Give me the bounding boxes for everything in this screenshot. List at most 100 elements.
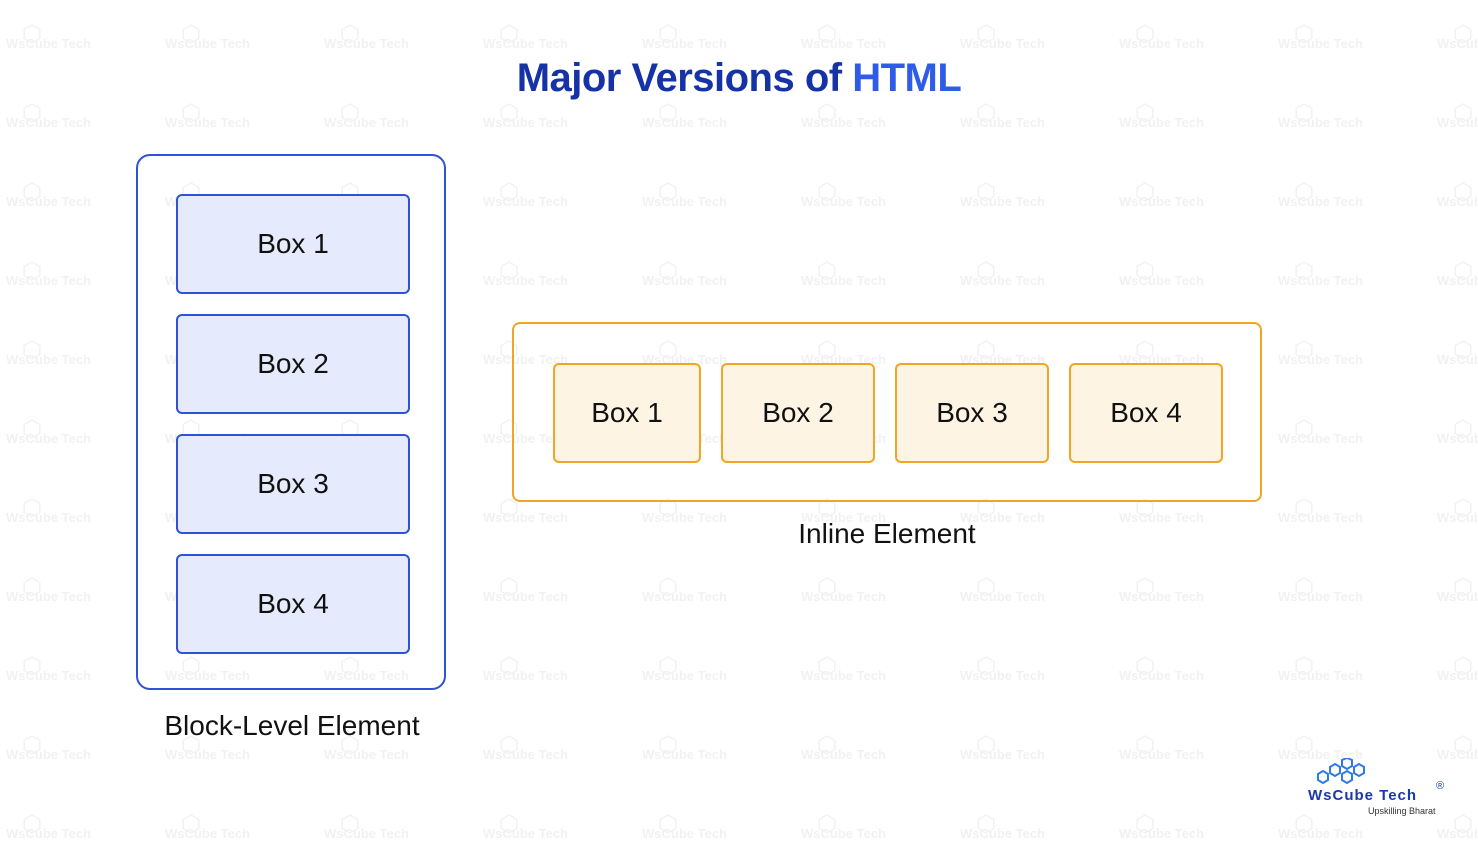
svg-text:WsCube Tech: WsCube Tech bbox=[801, 826, 886, 841]
svg-text:WsCube Tech: WsCube Tech bbox=[1278, 36, 1363, 51]
svg-text:WsCube Tech: WsCube Tech bbox=[1119, 194, 1204, 209]
watermark-tile: WsCube Tech bbox=[642, 182, 727, 209]
svg-text:WsCube Tech: WsCube Tech bbox=[483, 668, 568, 683]
svg-text:WsCube Tech: WsCube Tech bbox=[1119, 36, 1204, 51]
watermark-tile: WsCube Tech bbox=[483, 24, 568, 51]
watermark-tile: WsCube Tech bbox=[642, 735, 727, 762]
watermark-tile: WsCube Tech bbox=[1437, 24, 1478, 51]
watermark-tile: WsCube Tech bbox=[801, 261, 886, 288]
watermark-tile: WsCube Tech bbox=[6, 656, 91, 683]
watermark-tile: WsCube Tech bbox=[642, 577, 727, 604]
svg-text:WsCube Tech: WsCube Tech bbox=[1437, 115, 1478, 130]
watermark-tile: WsCube Tech bbox=[165, 814, 250, 841]
svg-text:WsCube Tech: WsCube Tech bbox=[1437, 668, 1478, 683]
block-box-4: Box 4 bbox=[176, 554, 410, 654]
watermark-tile: WsCube Tech bbox=[960, 261, 1045, 288]
watermark-tile: WsCube Tech bbox=[960, 103, 1045, 130]
watermark-tile: WsCube Tech bbox=[801, 735, 886, 762]
watermark-tile: WsCube Tech bbox=[642, 261, 727, 288]
inline-caption: Inline Element bbox=[798, 518, 976, 549]
watermark-tile: WsCube Tech bbox=[801, 656, 886, 683]
watermark-tile: WsCube Tech bbox=[6, 577, 91, 604]
svg-text:WsCube Tech: WsCube Tech bbox=[1437, 273, 1478, 288]
title-part-2: HTML bbox=[852, 56, 962, 100]
svg-text:WsCube Tech: WsCube Tech bbox=[324, 36, 409, 51]
svg-text:WsCube Tech: WsCube Tech bbox=[642, 36, 727, 51]
logo-registered-mark: ® bbox=[1436, 780, 1445, 792]
svg-text:WsCube Tech: WsCube Tech bbox=[801, 115, 886, 130]
title-part-1: Major Versions of bbox=[516, 56, 853, 100]
svg-text:WsCube Tech: WsCube Tech bbox=[6, 589, 91, 604]
svg-text:WsCube Tech: WsCube Tech bbox=[642, 747, 727, 762]
svg-text:WsCube Tech: WsCube Tech bbox=[483, 194, 568, 209]
watermark-tile: WsCube Tech bbox=[1437, 419, 1478, 446]
svg-text:WsCube Tech: WsCube Tech bbox=[1437, 589, 1478, 604]
watermark-tile: WsCube Tech bbox=[6, 24, 91, 51]
watermark-tile: WsCube Tech bbox=[1278, 103, 1363, 130]
svg-text:WsCube Tech: WsCube Tech bbox=[6, 747, 91, 762]
svg-text:WsCube Tech: WsCube Tech bbox=[960, 36, 1045, 51]
watermark-tile: WsCube Tech bbox=[324, 814, 409, 841]
svg-text:WsCube Tech: WsCube Tech bbox=[960, 194, 1045, 209]
watermark-tile: WsCube Tech bbox=[1119, 24, 1204, 51]
watermark-tile: WsCube Tech bbox=[642, 814, 727, 841]
watermark-tile: WsCube Tech bbox=[483, 103, 568, 130]
svg-text:WsCube Tech: WsCube Tech bbox=[1278, 510, 1363, 525]
watermark-tile: WsCube Tech bbox=[801, 814, 886, 841]
svg-text:WsCube Tech: WsCube Tech bbox=[642, 115, 727, 130]
watermark-tile: WsCube Tech bbox=[960, 577, 1045, 604]
svg-text:WsCube Tech: WsCube Tech bbox=[483, 115, 568, 130]
watermark-tile: WsCube Tech bbox=[960, 735, 1045, 762]
svg-text:WsCube Tech: WsCube Tech bbox=[6, 510, 91, 525]
watermark-tile: WsCube Tech bbox=[1437, 656, 1478, 683]
watermark-tile: WsCube Tech bbox=[642, 103, 727, 130]
svg-text:WsCube Tech: WsCube Tech bbox=[6, 273, 91, 288]
watermark-tile: WsCube Tech bbox=[960, 656, 1045, 683]
watermark-tile: WsCube Tech bbox=[960, 182, 1045, 209]
svg-text:WsCube Tech: WsCube Tech bbox=[960, 115, 1045, 130]
svg-text:WsCube Tech: WsCube Tech bbox=[960, 747, 1045, 762]
watermark-tile: WsCube Tech bbox=[1278, 24, 1363, 51]
svg-text:WsCube Tech: WsCube Tech bbox=[1278, 826, 1363, 841]
watermark-tile: WsCube Tech bbox=[1437, 182, 1478, 209]
svg-text:WsCube Tech: WsCube Tech bbox=[960, 826, 1045, 841]
svg-text:WsCube Tech: WsCube Tech bbox=[642, 194, 727, 209]
svg-text:WsCube Tech: WsCube Tech bbox=[1278, 589, 1363, 604]
svg-text:WsCube Tech: WsCube Tech bbox=[6, 115, 91, 130]
watermark-tile: WsCube Tech bbox=[1119, 814, 1204, 841]
watermark-tile: WsCube Tech bbox=[324, 24, 409, 51]
svg-text:WsCube Tech: WsCube Tech bbox=[1278, 352, 1363, 367]
svg-text:WsCube Tech: WsCube Tech bbox=[165, 826, 250, 841]
svg-text:WsCube Tech: WsCube Tech bbox=[801, 36, 886, 51]
svg-text:WsCube Tech: WsCube Tech bbox=[1278, 431, 1363, 446]
inline-box-4: Box 4 bbox=[1069, 363, 1223, 463]
watermark-tile: WsCube Tech bbox=[1437, 340, 1478, 367]
watermark-tile: WsCube Tech bbox=[6, 419, 91, 446]
inline-box-2: Box 2 bbox=[721, 363, 875, 463]
svg-text:WsCube Tech: WsCube Tech bbox=[960, 273, 1045, 288]
svg-text:WsCube Tech: WsCube Tech bbox=[1278, 115, 1363, 130]
svg-text:WsCube Tech: WsCube Tech bbox=[801, 668, 886, 683]
watermark-tile: WsCube Tech bbox=[324, 103, 409, 130]
svg-text:WsCube Tech: WsCube Tech bbox=[801, 194, 886, 209]
svg-text:WsCube Tech: WsCube Tech bbox=[1437, 826, 1478, 841]
watermark-tile: WsCube Tech bbox=[801, 24, 886, 51]
watermark-tile: WsCube Tech bbox=[6, 103, 91, 130]
svg-text:WsCube Tech: WsCube Tech bbox=[1437, 194, 1478, 209]
watermark-tile: WsCube Tech bbox=[483, 182, 568, 209]
watermark-tile: WsCube Tech bbox=[801, 577, 886, 604]
block-box-1: Box 1 bbox=[176, 194, 410, 294]
svg-text:WsCube Tech: WsCube Tech bbox=[1437, 36, 1478, 51]
watermark-tile: WsCube Tech bbox=[1278, 498, 1363, 525]
svg-text:WsCube Tech: WsCube Tech bbox=[642, 826, 727, 841]
svg-text:WsCube Tech: WsCube Tech bbox=[324, 115, 409, 130]
svg-text:WsCube Tech: WsCube Tech bbox=[483, 747, 568, 762]
inline-box-3: Box 3 bbox=[895, 363, 1049, 463]
svg-text:WsCube Tech: WsCube Tech bbox=[324, 747, 409, 762]
watermark-tile: WsCube Tech bbox=[1278, 656, 1363, 683]
watermark-tile: WsCube Tech bbox=[960, 814, 1045, 841]
watermark-tile: WsCube Tech bbox=[1278, 340, 1363, 367]
svg-text:WsCube Tech: WsCube Tech bbox=[1437, 352, 1478, 367]
watermark-tile: WsCube Tech bbox=[483, 656, 568, 683]
svg-text:WsCube Tech: WsCube Tech bbox=[6, 352, 91, 367]
